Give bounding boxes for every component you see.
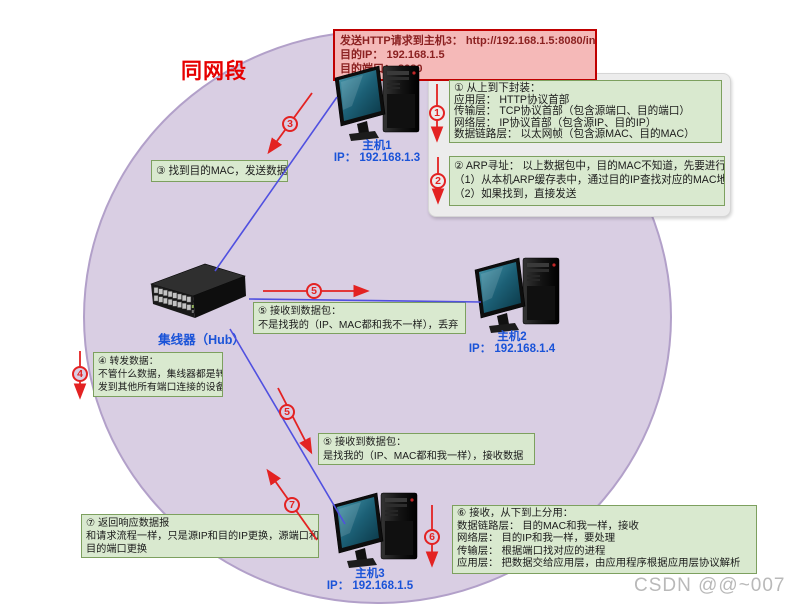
note-line: 数据链路层： 以太网帧（包含源MAC、目的MAC）	[454, 128, 695, 141]
note-encapsulation: ① 从上到下封装： 应用层： HTTP协议首部 传输层： TCP协议首部（包含源…	[449, 80, 722, 143]
step-1-badge: 1	[429, 105, 445, 121]
step-7-badge: 7	[284, 497, 300, 513]
hub-network-hub-icon	[150, 263, 246, 318]
host2-desktop-computer-icon	[474, 257, 560, 333]
note-line: ⑤ 接收到数据包：	[258, 306, 342, 317]
note-line: 不管什么数据，集线器都是转	[98, 369, 223, 380]
note-line: ⑦ 返回响应数据报	[86, 518, 170, 529]
note-response: ⑦ 返回响应数据报 和请求流程一样，只是源IP和目的IP更换，源端口和 目的端口…	[81, 514, 319, 558]
host3-desktop-computer-icon	[332, 492, 418, 568]
host2-ip-label: IP： 192.168.1.4	[468, 343, 556, 355]
note-arp: ② ARP寻址： 以上数据包中，目的MAC不知道，先要进行寻址 （1）从本机AR…	[449, 156, 725, 206]
note-line: ② ARP寻址： 以上数据包中，目的MAC不知道，先要进行寻址	[454, 160, 725, 172]
step-5-badge: 5	[279, 404, 295, 420]
note-forward: ④ 转发数据： 不管什么数据，集线器都是转 发到其他所有端口连接的设备	[93, 352, 223, 397]
note-discard: ⑤ 接收到数据包： 不是找我的（IP、MAC都和我不一样），丢弃	[253, 302, 466, 334]
note-line: 网络层： 目的IP和我一样，要处理	[457, 533, 616, 545]
segment-label: 同网段	[181, 60, 247, 83]
hub-label: 集线器（Hub）	[158, 333, 245, 347]
note-line: ③ 找到目的MAC，发送数据	[156, 165, 288, 177]
host2-name-label: 主机2	[497, 331, 527, 343]
note-line: ④ 转发数据：	[98, 356, 159, 367]
step-5-badge: 5	[306, 283, 322, 299]
note-line: ⑥ 接收，从下到上分用：	[457, 508, 574, 519]
host1-ip-label: IP： 192.168.1.3	[333, 152, 421, 164]
note-line: 传输层： TCP协议首部（包含源端口、目的端口）	[454, 105, 691, 118]
host3-ip-label: IP： 192.168.1.5	[326, 580, 414, 592]
note-send: ③ 找到目的MAC，发送数据	[151, 160, 288, 182]
note-line: （2）如果找到，直接发送	[454, 188, 577, 201]
note-line: ① 从上到下封装：	[454, 82, 541, 94]
note-line: 数据链路层： 目的MAC和我一样，接收	[457, 520, 639, 532]
note-line: （1）从本机ARP缓存表中，通过目的IP查找对应的MAC地址	[454, 174, 725, 187]
hub-ports	[153, 287, 192, 311]
note-line: 不是找我的（IP、MAC都和我不一样），丢弃	[258, 319, 459, 331]
host1-name-label: 主机1	[362, 140, 392, 152]
step-2-badge: 2	[430, 173, 446, 189]
note-line: 应用层： HTTP协议首部	[454, 93, 570, 106]
note-line: 发到其他所有端口连接的设备	[98, 382, 223, 393]
note-line: 和请求流程一样，只是源IP和目的IP更换，源端口和	[86, 531, 319, 542]
note-line: 目的端口更换	[86, 544, 148, 555]
request-line: 发送HTTP请求到主机3： http://192.168.1.5:8080/in…	[340, 35, 596, 47]
step-6-badge: 6	[424, 529, 440, 545]
note-line: 是找我的（IP、MAC都和我一样），接收数据	[323, 450, 524, 462]
request-line: 目的IP： 192.168.1.5	[340, 49, 445, 62]
host1-desktop-computer-icon	[334, 65, 420, 141]
step-3-badge: 3	[282, 116, 298, 132]
note-accept: ⑤ 接收到数据包： 是找我的（IP、MAC都和我一样），接收数据	[318, 433, 535, 465]
note-line: 传输层： 根据端口找对应的进程	[457, 545, 606, 557]
watermark: CSDN @@~007	[634, 575, 786, 596]
note-demux: ⑥ 接收，从下到上分用： 数据链路层： 目的MAC和我一样，接收 网络层： 目的…	[452, 505, 757, 574]
host3-name-label: 主机3	[355, 568, 385, 580]
note-line: 应用层： 把数据交给应用层，由应用程序根据应用层协议解析	[457, 558, 741, 570]
note-line: 网络层： IP协议首部（包含源IP、目的IP）	[454, 116, 657, 129]
step-4-badge: 4	[72, 366, 88, 382]
note-line: ⑤ 接收到数据包：	[323, 437, 407, 448]
